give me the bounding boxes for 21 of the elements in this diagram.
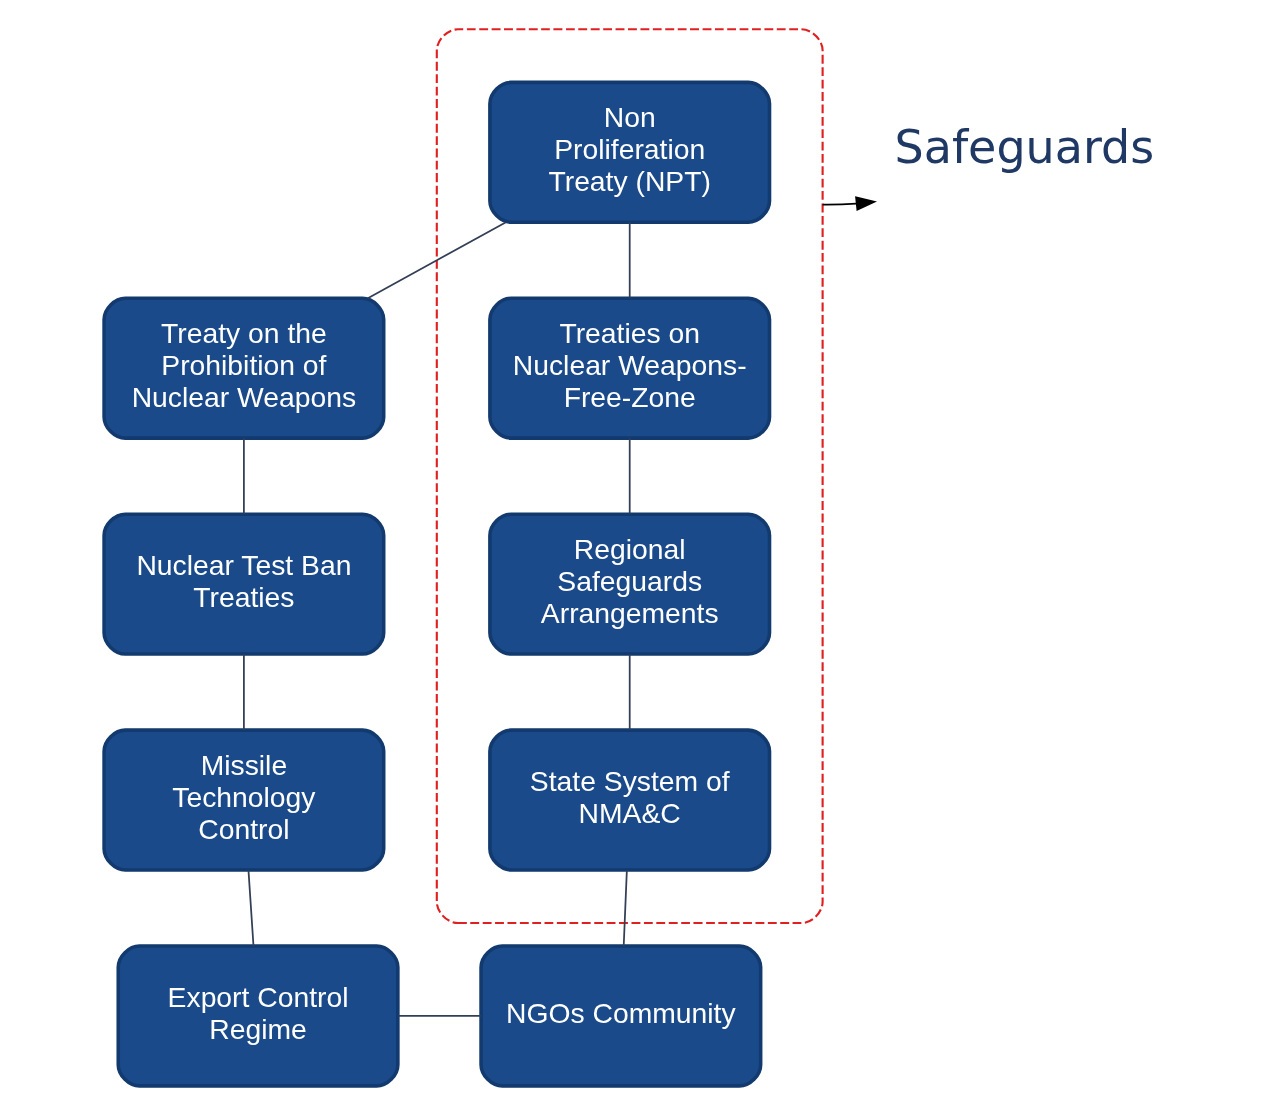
arrow <box>821 196 877 212</box>
connector <box>247 869 254 947</box>
node-box: State System of NMA&C <box>487 728 771 872</box>
connector <box>628 653 631 731</box>
connector <box>622 869 628 947</box>
cluster <box>435 28 824 925</box>
node-box: Treaty on the Prohibition of Nuclear Weapons <box>101 296 385 440</box>
node-box: Nuclear Test Ban Treaties <box>101 512 385 656</box>
node-box: Treaties on Nuclear Weapons-Free-Zone <box>487 296 771 440</box>
node-box: NGOs Community <box>478 944 762 1088</box>
node-box: Regional Safeguards Arrangements <box>487 512 771 656</box>
node-box: Missile Technology Control <box>101 728 385 872</box>
connector <box>366 221 506 300</box>
connector <box>242 437 245 515</box>
connector <box>242 653 245 731</box>
connector <box>628 437 631 515</box>
node-text: Safeguards <box>894 120 1154 175</box>
node-box: Non Proliferation Treaty (NPT) <box>487 80 771 224</box>
connector <box>396 1015 482 1017</box>
node-box: Export Control Regime <box>115 944 400 1088</box>
connector <box>628 221 631 300</box>
